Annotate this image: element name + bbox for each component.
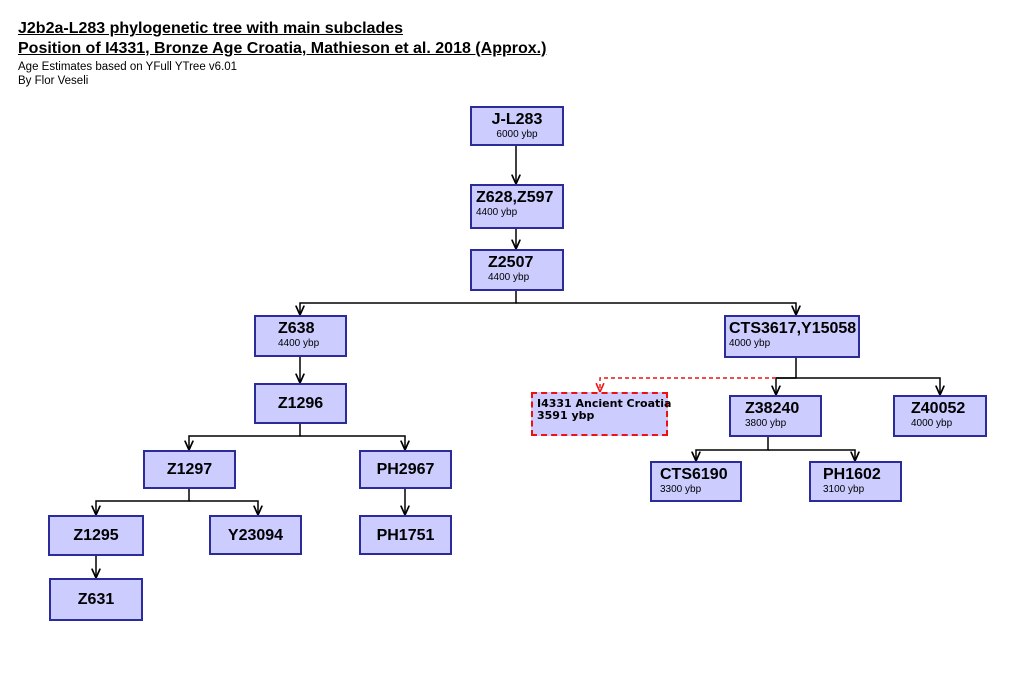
edge-z1297-y23094 [189, 500, 258, 515]
node-label: Z631 [77, 591, 115, 608]
node-label: J-L283 [491, 111, 543, 128]
node-age: 3800 ybp [745, 418, 787, 429]
node-z2507: Z2507 4400 ybp [470, 249, 564, 291]
node-label: Z638 [278, 320, 315, 337]
node-label: Z1296 [277, 395, 324, 412]
diagram-title: J2b2a-L283 phylogenetic tree with main s… [18, 20, 404, 37]
node-label: Z38240 [745, 400, 800, 417]
node-z628-z597: Z628,Z597 4400 ybp [470, 184, 564, 229]
node-z638: Z638 4400 ybp [254, 315, 347, 357]
node-z40052: Z40052 4000 ybp [893, 395, 987, 437]
edge-z1296-ph2967 [300, 435, 405, 450]
node-label: Z40052 [911, 400, 966, 417]
node-cts3617-y15058: CTS3617,Y15058 4000 ybp [724, 315, 860, 358]
edge-cts3617-z38240 [776, 358, 797, 395]
node-label: I4331 Ancient Croatia [537, 397, 672, 410]
node-age: 4400 ybp [476, 207, 518, 218]
node-age: 3591 ybp [537, 409, 595, 422]
node-age: 3300 ybp [660, 484, 702, 495]
node-age: 4000 ybp [911, 418, 953, 429]
edge-z2507-cts3617 [516, 302, 796, 315]
node-age: 4400 ybp [278, 338, 320, 349]
node-ph1602: PH1602 3100 ybp [809, 461, 902, 502]
edge-cts3617-z40052 [776, 377, 940, 395]
node-age: 3100 ybp [823, 484, 865, 495]
node-ph1751: PH1751 [359, 515, 452, 555]
diagram-subtitle: Position of I4331, Bronze Age Croatia, M… [18, 40, 547, 57]
author-credit: By Flor Veseli [18, 75, 89, 87]
node-label: Z1295 [73, 527, 119, 544]
node-i4331-ancient-croatia: I4331 Ancient Croatia 3591 ybp [531, 392, 672, 436]
edge-z38240-ph1602 [768, 449, 855, 461]
node-cts6190: CTS6190 3300 ybp [650, 461, 742, 502]
age-estimate-note: Age Estimates based on YFull YTree v6.01 [18, 61, 238, 73]
node-z1296: Z1296 [254, 383, 347, 424]
node-label: PH1602 [823, 466, 881, 483]
node-label: CTS6190 [660, 466, 728, 483]
node-z631: Z631 [49, 578, 143, 621]
edge-z1297-z1295 [96, 489, 190, 515]
edge-z1296-z1297 [189, 424, 301, 450]
node-z1295: Z1295 [48, 515, 144, 556]
node-label: Z628,Z597 [476, 189, 554, 206]
node-age: 4400 ybp [488, 272, 530, 283]
node-label: Z1297 [166, 461, 213, 478]
node-label: CTS3617,Y15058 [729, 320, 857, 337]
node-y23094: Y23094 [209, 515, 302, 555]
edge-z38240-cts6190 [696, 437, 769, 461]
node-label: Z2507 [488, 254, 534, 271]
node-z38240: Z38240 3800 ybp [729, 395, 822, 437]
node-label: Y23094 [227, 526, 284, 544]
node-age: 4000 ybp [729, 338, 771, 349]
node-j-l283: J-L283 6000 ybp [470, 106, 564, 146]
edge-z2507-z638 [300, 291, 517, 315]
node-z1297: Z1297 [143, 450, 236, 489]
node-ph2967: PH2967 [359, 450, 452, 489]
node-label: PH2967 [376, 461, 435, 478]
edge-cts3617-i4331 [600, 377, 776, 392]
node-label: PH1751 [376, 526, 435, 544]
node-age: 6000 ybp [496, 129, 538, 140]
